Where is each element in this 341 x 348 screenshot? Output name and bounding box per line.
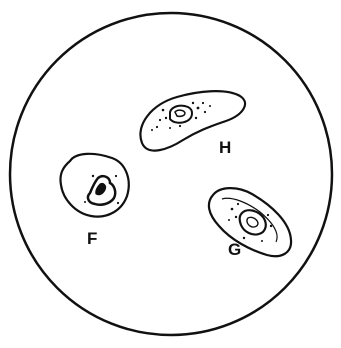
label-g: G: [228, 240, 241, 259]
cell-h-nucleus: [170, 106, 192, 123]
cell-g: [209, 188, 291, 256]
field-of-view-circle: [10, 13, 332, 335]
cell-f: [60, 154, 128, 217]
cell-g-nucleus-inner: [247, 217, 258, 227]
cell-g-membrane: [209, 188, 291, 256]
label-h: H: [219, 138, 231, 157]
cell-f-nucleus-inner: [96, 183, 106, 194]
label-f: F: [87, 229, 97, 248]
cell-h-nucleus-inner: [175, 110, 185, 116]
